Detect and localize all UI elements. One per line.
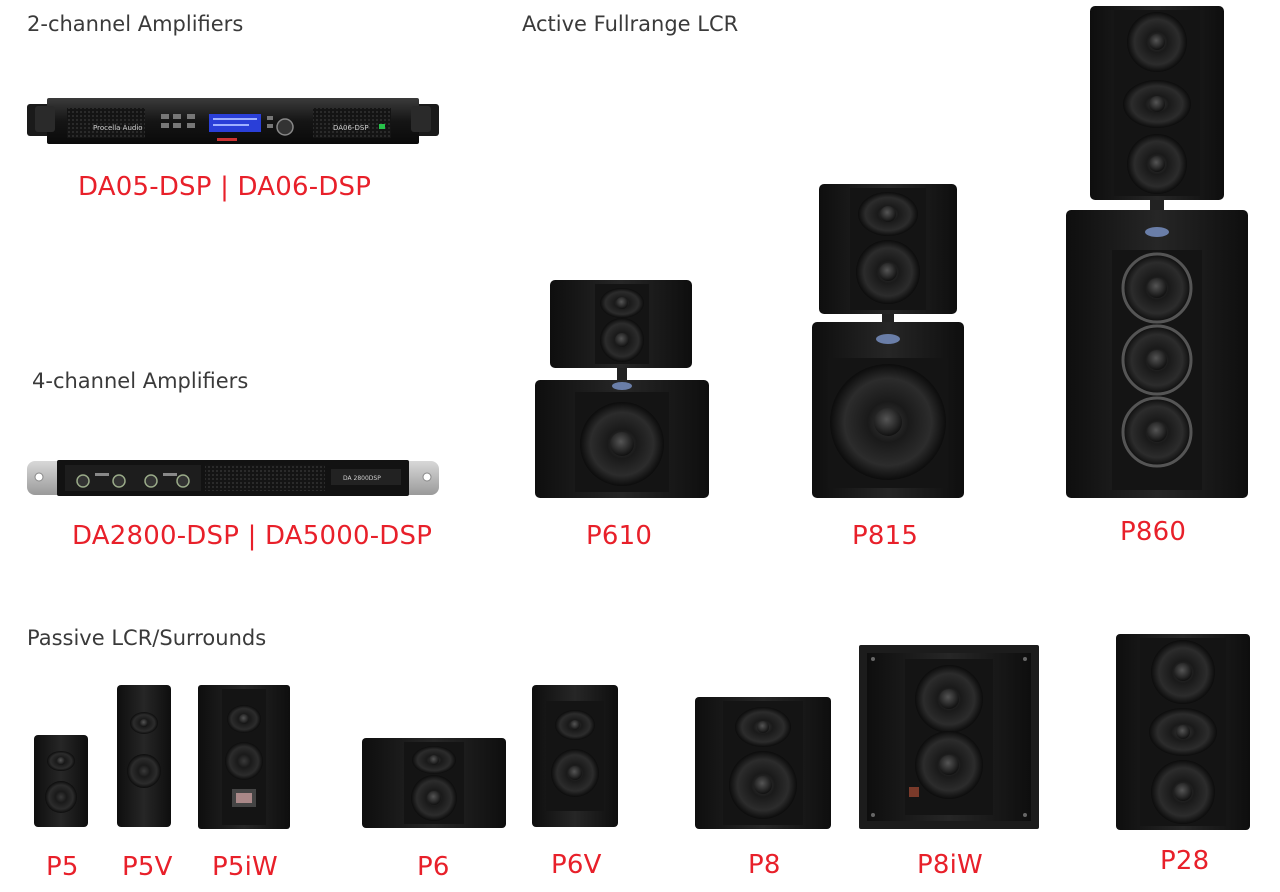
speaker-p5v-image <box>117 685 171 827</box>
heading-4-channel-amplifiers: 4-channel Amplifiers <box>32 369 249 393</box>
amp-badge-text: DA 2800DSP <box>343 475 381 482</box>
amp-brand-text: Procella Audio <box>93 124 143 132</box>
label-p6v: P6V <box>551 850 602 880</box>
label-p610: P610 <box>586 521 653 551</box>
heading-active-fullrange-lcr: Active Fullrange LCR <box>522 12 739 36</box>
amplifier-da2800-image: DA 2800DSP <box>27 457 439 499</box>
speaker-p5-image <box>34 735 88 827</box>
speaker-p860-image <box>1066 6 1248 498</box>
speaker-p8iw-image <box>859 645 1039 829</box>
label-p5iw: P5iW <box>212 852 278 882</box>
label-p8: P8 <box>748 850 781 880</box>
speaker-p610-image <box>535 280 709 498</box>
heading-2-channel-amplifiers: 2-channel Amplifiers <box>27 12 244 36</box>
label-p860: P860 <box>1120 517 1187 547</box>
speaker-p28-image <box>1116 634 1250 830</box>
label-p6: P6 <box>417 852 450 882</box>
speaker-p5iw-image <box>198 685 290 829</box>
label-p5v: P5V <box>122 852 173 882</box>
label-da2800-da5000: DA2800-DSP | DA5000-DSP <box>72 521 433 551</box>
speaker-p8-image <box>695 697 831 829</box>
label-p8iw: P8iW <box>917 850 983 880</box>
label-p815: P815 <box>852 521 919 551</box>
speaker-p6v-image <box>532 685 618 827</box>
heading-passive-lcr-surrounds: Passive LCR/Surrounds <box>27 626 267 650</box>
speaker-p6-image <box>362 738 506 828</box>
amplifier-da05-image: Procella Audio DA06-DSP <box>27 94 439 152</box>
label-p5: P5 <box>46 852 79 882</box>
speaker-p815-image <box>812 184 964 498</box>
label-da05-da06: DA05-DSP | DA06-DSP <box>78 172 372 202</box>
amp-badge-text: DA06-DSP <box>333 124 369 132</box>
label-p28: P28 <box>1160 846 1210 876</box>
